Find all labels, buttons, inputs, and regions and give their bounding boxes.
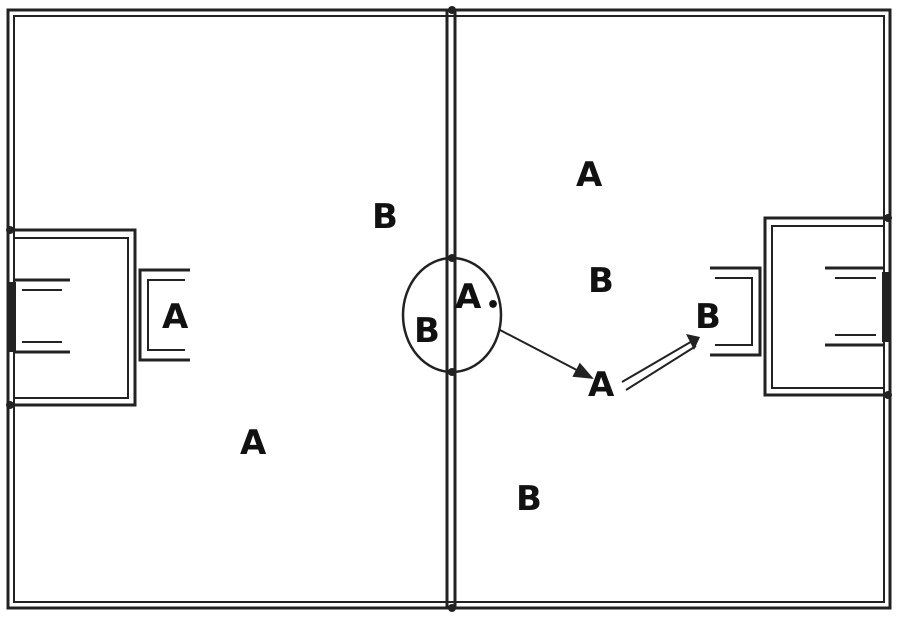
- ball-marker: •: [486, 293, 500, 318]
- center-circle-top-dot: [448, 254, 456, 262]
- left-penalty-area: [6, 226, 137, 409]
- player-b-runner: B: [695, 297, 721, 337]
- pass-arrow: [499, 329, 594, 379]
- player-a-left-wing: A: [162, 297, 189, 337]
- player-a-center: A: [455, 277, 482, 317]
- run-double-arrow: [621, 334, 700, 391]
- player-b-bottom: B: [516, 479, 542, 519]
- player-a-receiver: A: [588, 365, 615, 405]
- player-a-left-back: A: [240, 423, 267, 463]
- left-goal-area: [9, 278, 70, 354]
- right-goal-area: [825, 266, 889, 347]
- player-b-right-mid: B: [588, 261, 614, 301]
- left-goal: [138, 268, 190, 362]
- player-b-center: B: [414, 311, 440, 351]
- center-circle-bottom-dot: [448, 368, 456, 376]
- halfway-bottom-dot: [448, 604, 456, 612]
- halfway-top-dot: [448, 6, 456, 14]
- right-goal: [710, 266, 762, 357]
- right-penalty-area: [763, 214, 892, 399]
- player-b-left-mid: B: [372, 197, 398, 237]
- player-a-right-top: A: [576, 155, 603, 195]
- halfway-line: [445, 10, 457, 608]
